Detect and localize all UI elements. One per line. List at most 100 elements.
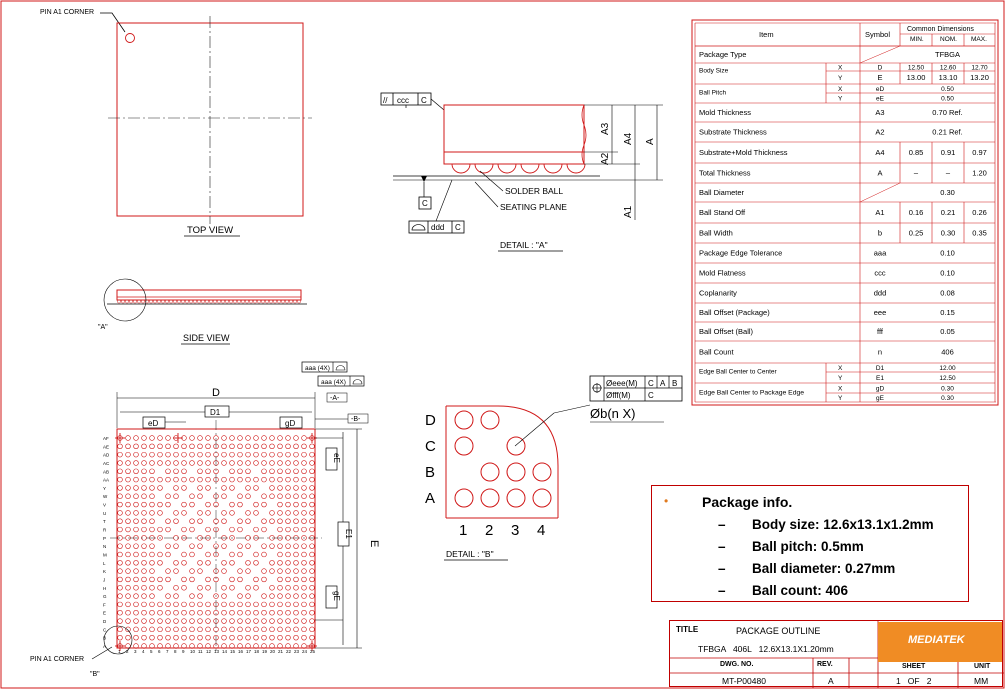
detail-b-row-label: C [425,438,436,455]
table-symbol: E [877,73,882,82]
fc-eee: Øeee(M) [606,379,638,388]
unit-value: MM [974,676,989,686]
side-view: "A" SIDE VIEW [98,278,307,345]
detail-b-ball [454,488,474,508]
detail-b-label: DETAIL : "B" [446,549,494,559]
seating-plane-label: SEATING PLANE [500,202,567,212]
grid-row-label: L [103,561,106,566]
grid-col-label: 6 [158,649,161,654]
sheet-value: 1 OF 2 [896,676,932,686]
dim-gE: gE [332,591,341,601]
grid-row-label: AA [103,478,109,483]
dim-D: D [212,387,220,399]
table-item: Coplanarity [699,289,737,298]
grid-row-label: W [103,494,108,499]
table-value: 12.60 [940,65,957,72]
logo-text: MEDIATEK [908,634,965,646]
grid-col-label: 4 [142,649,145,654]
table-symbol: eE [876,96,885,103]
sheet-label: SHEET [902,663,926,670]
grid-row-label: AB [103,469,109,474]
grid-row-label: G [103,594,107,599]
table-sub: X [838,365,843,372]
dwg-no: MT-P00480 [722,676,766,686]
table-item: Ball Offset (Ball) [699,327,754,336]
solder-ball [543,163,563,174]
table-symbol: A3 [875,108,884,117]
fc-fff: Øfff(M) [606,391,631,400]
table-item: Substrate Thickness [699,128,767,137]
table-item: Package Edge Tolerance [699,249,782,258]
table-symbol: b [878,229,882,238]
table-sub: Y [838,395,843,402]
table-head-nom: NOM. [940,36,957,43]
table-symbol: A4 [875,148,884,157]
table-item: Ball Width [699,229,733,238]
table-item: Edge Ball Center to Center [699,369,778,376]
side-view-callout: "A" [98,324,108,331]
fc-ccc-ref: C [421,96,427,105]
rev-value: A [828,676,834,686]
table-item: Body Size [699,68,729,75]
grid-col-label: 18 [254,649,260,654]
detail-b-ball [454,410,474,430]
solder-ball [497,163,517,174]
table-item: Edge Ball Center to Package Edge [699,390,804,397]
table-value: 12.70 [971,65,988,72]
table-value: 0.30 [941,229,956,238]
table-value: 0.10 [940,249,955,258]
table-item: Ball Diameter [699,188,745,197]
fc-eee-ref-a: A [660,379,666,388]
grid-col-label: 15 [230,649,236,654]
fc-ccc: ccc [397,96,409,105]
table-head-common: Common Dimensions [907,26,974,33]
grid-row-label: H [103,586,106,591]
table-sub: X [838,386,843,393]
table-value: 0.30 [941,395,954,402]
grid-row-label: D [103,619,107,624]
table-symbol: eee [874,308,887,317]
table-symbol: D [878,65,883,72]
side-view-label: SIDE VIEW [183,333,230,343]
pin-a1-corner-label-bottom: PIN A1 CORNER [30,656,84,663]
grid-row-label: P [103,536,106,541]
dim-a4: A4 [623,132,634,145]
dim-E1: E1 [344,529,353,539]
table-value: 0.26 [972,208,987,217]
detail-b-col-label: 2 [485,522,493,539]
dwg-label: DWG. NO. [720,661,754,668]
datum-a: -A- [330,395,340,402]
grid-col-label: 24 [302,649,308,654]
solder-ball [451,163,471,174]
table-value: 0.30 [941,386,954,393]
grid-col-label: 12 [206,649,212,654]
pin-a1-corner-label-top: PIN A1 CORNER [40,9,94,16]
info-bullet: • [664,494,669,508]
table-value: 0.30 [940,188,955,197]
table-sub: Y [838,75,843,82]
grid-col-label: 16 [238,649,244,654]
fc-eee-ref-b: B [672,379,677,388]
grid-col-label: 2 [126,649,129,654]
table-value: 13.10 [939,73,958,82]
table-item: Ball Count [699,348,735,357]
table-symbol: ddd [874,289,887,298]
table-head-item: Item [759,30,774,39]
table-value: 0.97 [972,148,987,157]
table-symbol: A2 [875,128,884,137]
table-value: 406 [941,348,954,357]
table-item: Package Type [699,50,746,59]
grid-row-label: C [103,627,107,632]
pin-a1-marker [125,33,135,43]
table-item: Ball Offset (Package) [699,308,770,317]
table-value: 0.85 [909,148,924,157]
table-value: – [914,169,919,178]
table-value: 1.20 [972,169,987,178]
title-block: TITLE PACKAGE OUTLINE TFBGA 406L 12.6X13… [669,620,1004,688]
grid-col-label: 1 [118,649,121,654]
grid-col-label: 25 [310,649,316,654]
dim-a2: A2 [600,152,611,165]
table-symbol: gE [876,395,885,402]
detail-b-ball [454,436,474,456]
